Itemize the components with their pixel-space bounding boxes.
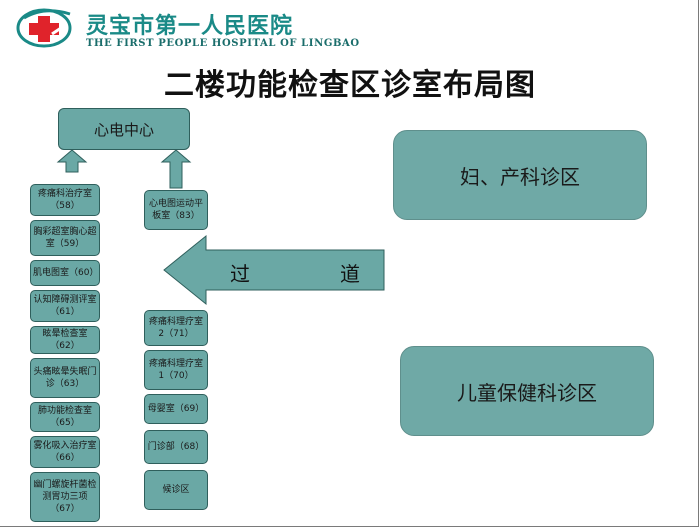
- ob-gyn-zone: 妇、产科诊区: [393, 130, 647, 220]
- corridor-char-2: 道: [340, 262, 360, 286]
- child-health-zone: 儿童保健科诊区: [400, 346, 654, 436]
- hospital-name-en: THE FIRST PEOPLE HOSPITAL OF LINGBAO: [86, 38, 360, 49]
- ob-gyn-zone-label: 妇、产科诊区: [460, 164, 580, 189]
- ecg-center-box: 心电中心: [58, 108, 190, 150]
- room-62: 眩晕检查室（62）: [30, 326, 100, 354]
- room-58: 疼痛科治疗室（58）: [30, 184, 100, 216]
- room-69: 母婴室（69）: [144, 394, 208, 424]
- room-68: 门诊部（68）: [144, 430, 208, 464]
- child-health-zone-label: 儿童保健科诊区: [457, 380, 597, 405]
- waiting-area: 候诊区: [144, 470, 208, 510]
- room-61: 认知障碍测评室（61）: [30, 290, 100, 322]
- page-title: 二楼功能检查区诊室布局图: [164, 68, 536, 103]
- room-71: 疼痛科理疗室2（71）: [144, 310, 208, 346]
- room-63: 头痛眩晕失眠门诊（63）: [30, 358, 100, 398]
- corridor-arrow-icon: [163, 234, 385, 306]
- room-66: 雾化吸入治疗室（66）: [30, 436, 100, 468]
- room-59: 胸彩超室胸心超室（59）: [30, 220, 100, 256]
- up-arrow-right-icon: [160, 149, 192, 189]
- corridor-label: 过 道: [230, 258, 360, 287]
- hospital-name-cn: 灵宝市第一人民医院: [86, 13, 294, 39]
- room-70: 疼痛科理疗室1（70）: [144, 350, 208, 390]
- hospital-logo-icon: [16, 8, 72, 48]
- corridor-char-1: 过: [230, 262, 250, 286]
- room-65: 肺功能检查室（65）: [30, 402, 100, 432]
- room-83: 心电图运动平板室（83）: [144, 190, 208, 230]
- ecg-center-label: 心电中心: [93, 120, 154, 139]
- room-60: 肌电图室（60）: [30, 260, 100, 286]
- room-67: 幽门螺旋杆菌检测胃功三项（67）: [30, 472, 100, 522]
- up-arrow-left-icon: [56, 149, 88, 173]
